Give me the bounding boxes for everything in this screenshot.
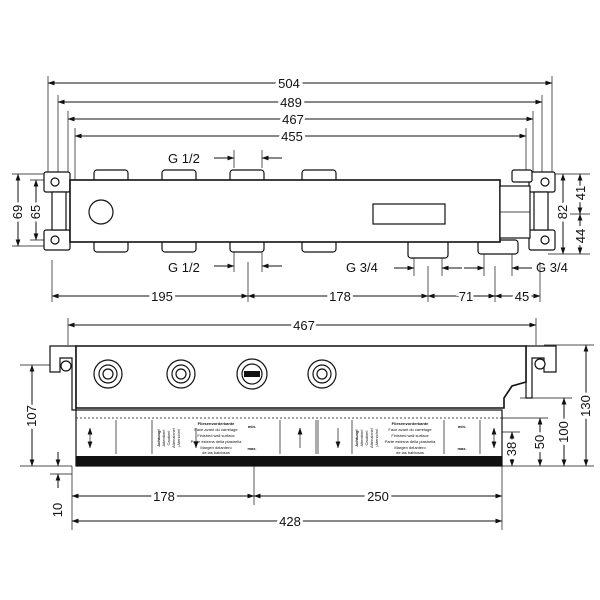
dim-178-front: 178 [153, 489, 175, 504]
label-left-line-4: de las baldosas [202, 450, 230, 455]
label-left-line-3: Margen delantero [200, 445, 232, 450]
dim-195: 195 [151, 289, 173, 304]
bottom-fittings [93, 239, 519, 259]
dim-467-front: 467 [293, 318, 315, 333]
dim-455: 455 [281, 129, 303, 144]
label-right-side-4: ¡Atención! [374, 429, 379, 447]
front-valve-body: Fliesenvorderkante Face avant du carrela… [49, 345, 557, 467]
label-right-side-1: Attention! [359, 430, 364, 447]
dim-50: 50 [532, 435, 547, 449]
label-right-side-3: Attenzione! [369, 428, 374, 448]
label-right-line-4: de las baldosas [396, 450, 424, 455]
label-left-max: max. [247, 446, 256, 451]
label-right-line-1: Finished wall surface [391, 433, 429, 438]
label-left-side-0: Achtung! [156, 429, 161, 447]
label-right-line-3: Margen delantero [394, 445, 426, 450]
dim-178-top: 178 [329, 289, 351, 304]
dim-10: 10 [50, 503, 65, 517]
label-left-min: min. [248, 424, 256, 429]
label-right-min: min. [458, 424, 466, 429]
thread-g-three-quarter-left: G 3/4 [346, 260, 378, 275]
thread-g-three-quarter-right: G 3/4 [536, 260, 568, 275]
dim-250: 250 [367, 489, 389, 504]
dim-467: 467 [282, 112, 304, 127]
thread-g-half-bottom: G 1/2 [168, 260, 200, 275]
label-left-side-2: Caution! [166, 431, 171, 446]
dim-107: 107 [24, 405, 39, 427]
label-right-heading: Fliesenvorderkante [392, 421, 429, 426]
label-right-side-2: Caution! [364, 431, 369, 446]
label-right-max: max. [457, 446, 466, 451]
label-arrows [87, 427, 497, 449]
dim-100: 100 [556, 421, 571, 443]
label-left-side-3: Attenzione! [171, 428, 176, 448]
dim-45: 45 [515, 289, 529, 304]
dim-504: 504 [278, 76, 300, 91]
dim-71: 71 [459, 289, 473, 304]
top-view: 504 489 467 455 195 178 71 45 69 65 82 4… [7, 73, 591, 307]
thread-g-half-top: G 1/2 [168, 151, 200, 166]
dim-44: 44 [573, 229, 588, 243]
label-right-line-2: Parte esterna della piastrella [385, 439, 436, 444]
dim-38: 38 [504, 442, 519, 456]
label-left-line-0: Face avant du carrelage [194, 427, 238, 432]
dim-82: 82 [555, 205, 570, 219]
top-dimension-lines [15, 80, 583, 299]
dim-65: 65 [28, 205, 43, 219]
label-left-line-1: Finished wall surface [197, 433, 235, 438]
label-left: Fliesenvorderkante Face avant du carrela… [115, 420, 317, 455]
label-right-line-0: Face avant du carrelage [388, 427, 432, 432]
dim-41: 41 [573, 186, 588, 200]
top-dimension-texts: 504 489 467 455 195 178 71 45 69 65 82 4… [7, 73, 591, 307]
dim-489: 489 [280, 95, 302, 110]
front-view: Fliesenvorderkante Face avant du carrela… [20, 315, 596, 532]
top-valve-body [43, 169, 556, 259]
dim-130: 130 [578, 395, 593, 417]
label-right: Fliesenvorderkante Face avant du carrela… [317, 420, 481, 455]
label-left-side-4: ¡Atención! [176, 429, 181, 447]
dim-69: 69 [10, 205, 25, 219]
label-right-side-0: Achtung! [354, 429, 359, 447]
label-left-line-2: Parte esterna della piastrella [191, 439, 242, 444]
dim-428: 428 [279, 514, 301, 529]
front-dimension-lines [29, 322, 589, 524]
front-dimension-texts: 467 178 250 428 107 10 130 100 50 38 [21, 315, 596, 532]
label-left-heading: Fliesenvorderkante [198, 421, 235, 426]
outlet-connectors [93, 358, 337, 390]
top-fittings [93, 169, 533, 183]
label-left-side-1: Attention! [161, 430, 166, 447]
